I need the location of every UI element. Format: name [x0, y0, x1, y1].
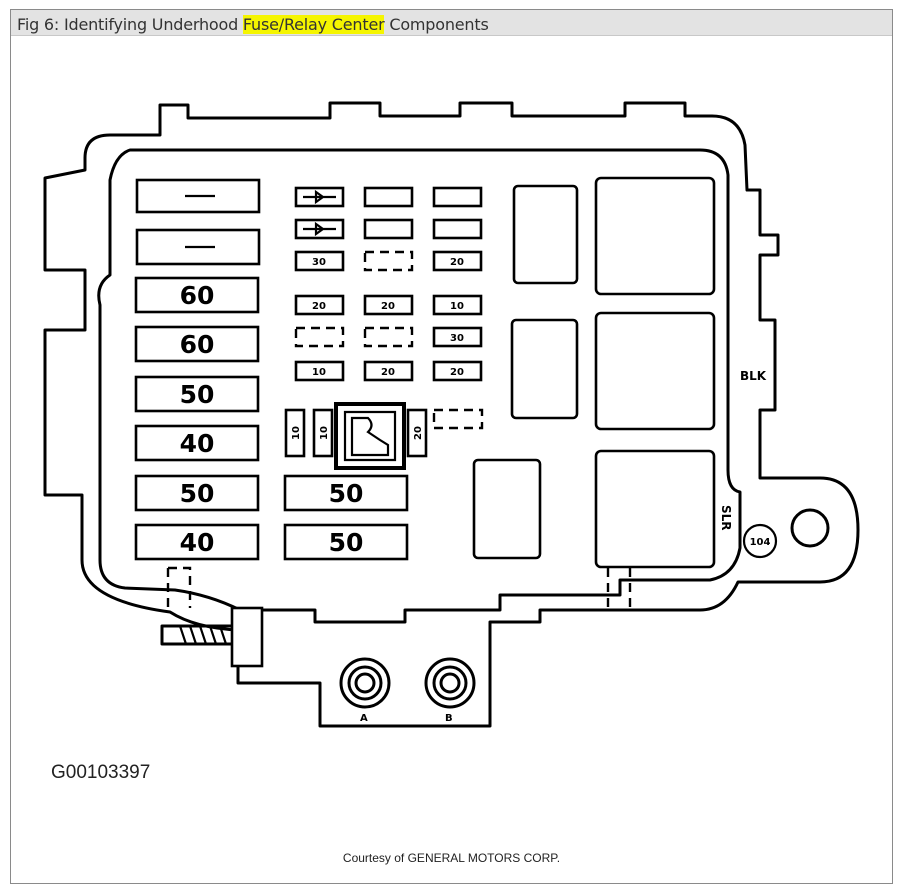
relay-3: [510, 318, 579, 420]
figure-id: G00103397: [51, 762, 151, 783]
stud-b-inner: [439, 672, 461, 694]
relay-2: [594, 176, 716, 296]
bolt-nut: [230, 606, 264, 668]
mini-fuse-row3-c1: [294, 250, 345, 272]
mini-fuse-row5-c1: [294, 326, 345, 348]
mini-fuse-row4-c2: [363, 294, 414, 316]
stud-b-mid: [432, 665, 468, 701]
title-suffix: Components: [384, 15, 489, 34]
maxi-fuse-1: [134, 276, 260, 314]
title-highlight: Fuse/Relay Center: [242, 15, 385, 34]
mid-fuse-rating-1: 50: [329, 479, 364, 508]
stud-a-label: A: [360, 713, 368, 724]
mid-fuse-1: [283, 474, 409, 512]
title-bar: Fig 6: Identifying Underhood Fuse/Relay …: [11, 10, 892, 36]
mini-slot-r1c3: [432, 186, 483, 208]
relay-6: [594, 449, 716, 569]
badge-circle: [742, 523, 778, 559]
mid-fuse-rating-2: 50: [329, 528, 364, 557]
stud-a-inner: [354, 672, 376, 694]
mini-slot-r2c3: [432, 218, 483, 240]
maxi-fuse-rating-2: 60: [180, 330, 215, 359]
dashed-connector-right: [606, 568, 632, 610]
vertical-fuse-1: [284, 408, 306, 458]
stud-b-label: B: [445, 713, 453, 724]
empty-slot-dashed: [432, 408, 484, 430]
circuit-breaker: [334, 402, 406, 470]
maxi-fuse-4: [134, 424, 260, 462]
vertical-fuse-rating-1: 10: [291, 426, 302, 440]
relay-4: [594, 311, 716, 431]
maxi-fuse-5: [134, 474, 260, 512]
housing-outline: [43, 101, 860, 728]
mini-fuse-row3-c2: [363, 250, 414, 272]
blk-label: BLK: [740, 369, 767, 383]
mini-fuse-row6-c2: [363, 360, 414, 382]
vertical-fuse-rating-3: 20: [413, 426, 424, 440]
mounting-hole: [790, 508, 830, 548]
relay-5: [472, 458, 542, 560]
stud-a-mid: [347, 665, 383, 701]
relay-1: [512, 184, 579, 285]
vertical-fuse-3: [406, 408, 428, 458]
mini-fuse-row4-c1: [294, 294, 345, 316]
maxi-fuse-2: [134, 325, 260, 363]
breaker-inner-shape: [343, 410, 397, 462]
mini-fuse-rating-row4-c3: 10: [450, 301, 464, 312]
maxi-fuse-3: [134, 375, 260, 413]
maxi-fuse-rating-5: 50: [180, 479, 215, 508]
mini-fuse-rating-row5-c3: 30: [450, 333, 464, 344]
maxi-fuse-rating-6: 40: [180, 528, 215, 557]
diode-symbol-2: [303, 221, 336, 237]
mini-fuse-rating-row6-c3: 20: [450, 367, 464, 378]
mini-fuse-row6-c3: [432, 360, 483, 382]
mini-slot-r2c2: [363, 218, 414, 240]
title-prefix: Fig 6: Identifying Underhood: [17, 15, 243, 34]
mini-fuse-row3-c3: [432, 250, 483, 272]
maxi-fuse-rating-1: 60: [180, 281, 215, 310]
maxi-fuse-rating-4: 40: [180, 429, 215, 458]
mini-fuse-rating-row4-c1: 20: [312, 301, 326, 312]
mini-fuse-rating-row6-c1: 10: [312, 367, 326, 378]
vertical-fuse-rating-2: 10: [319, 426, 330, 440]
mini-fuse-rating-row4-c2: 20: [381, 301, 395, 312]
mid-fuse-2: [283, 523, 409, 561]
mini-fuse-rating-row3-c3: 20: [450, 257, 464, 268]
maxi-fuse-6: [134, 523, 260, 561]
mini-fuse-rating-row3-c1: 30: [312, 257, 326, 268]
maxi-fuse-rating-3: 50: [180, 380, 215, 409]
slr-label: SLR: [719, 505, 733, 531]
mini-slot-r1c2: [363, 186, 414, 208]
mini-fuse-row5-c3: [432, 326, 483, 348]
mini-fuse-rating-row6-c2: 20: [381, 367, 395, 378]
mini-fuse-row6-c1: [294, 360, 345, 382]
credit-line: Courtesy of GENERAL MOTORS CORP.: [342, 851, 561, 865]
bolt-threads: [178, 625, 228, 645]
mini-fuse-row5-c2: [363, 326, 414, 348]
dashed-connector-left: [168, 566, 192, 608]
figure-title: Fig 6: Identifying Underhood Fuse/Relay …: [17, 15, 489, 34]
stud-b-outer: [424, 657, 476, 709]
stud-a-outer: [339, 657, 391, 709]
badge-104: 104: [750, 537, 771, 548]
diode-symbol-1: [303, 189, 336, 205]
mini-fuse-row4-c3: [432, 294, 483, 316]
vertical-fuse-2: [312, 408, 334, 458]
